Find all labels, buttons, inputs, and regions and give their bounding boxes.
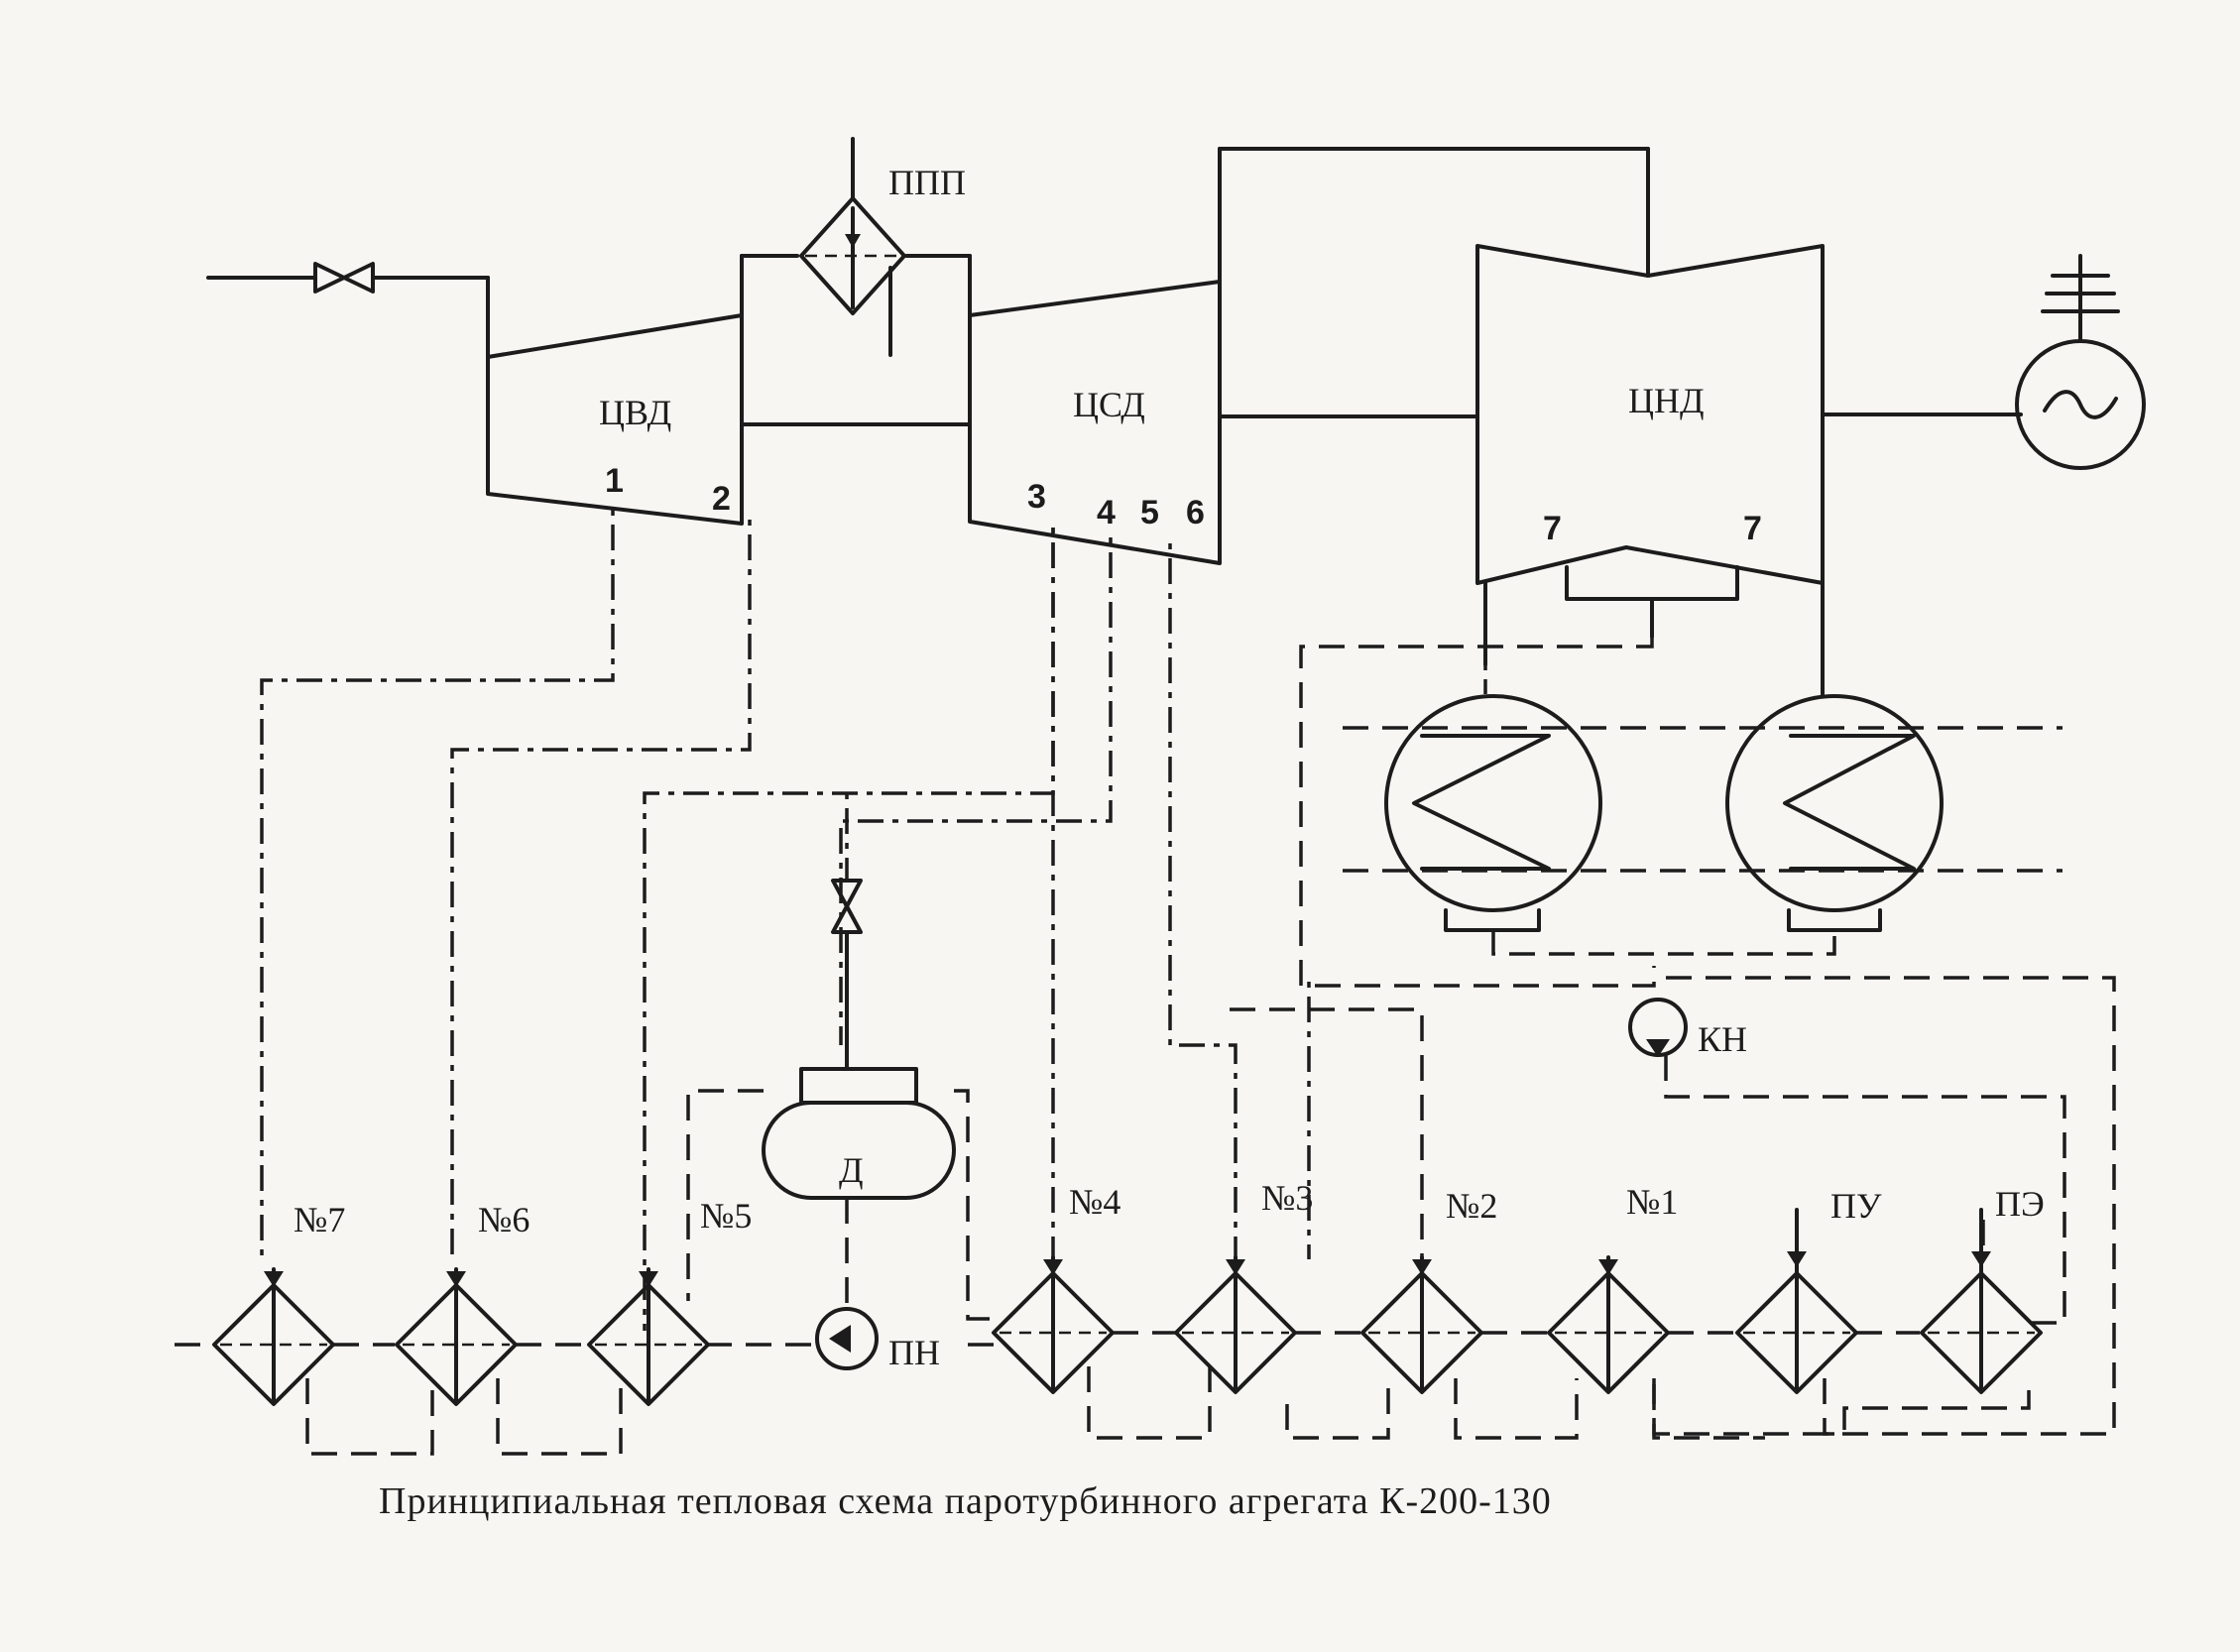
heater-4: №4 bbox=[992, 1182, 1120, 1394]
heater-3: №3 bbox=[1174, 1178, 1313, 1394]
extraction-4-label: 4 bbox=[1097, 494, 1116, 531]
reheater-heat-exchanger-icon bbox=[799, 196, 906, 315]
diagram-caption: Принципиальная тепловая схема паротурбин… bbox=[379, 1480, 1552, 1522]
extraction-5-label: 5 bbox=[1140, 494, 1159, 531]
heater-5-label: №5 bbox=[700, 1196, 752, 1236]
ejector-cooler-label: ПЭ bbox=[1995, 1184, 2045, 1224]
generator-icon bbox=[2015, 254, 2146, 470]
drain-lines bbox=[305, 1366, 2031, 1456]
extraction-2-label: 2 bbox=[712, 480, 731, 518]
ip-cylinder-label: ЦСД bbox=[1073, 385, 1145, 424]
lp-cylinder: ЦНД bbox=[1475, 244, 2023, 585]
condensate-pump-label: КН bbox=[1698, 1019, 1747, 1059]
extraction-7a-label: 7 bbox=[1543, 510, 1562, 547]
heater-1: №1 bbox=[1547, 1182, 1678, 1394]
extraction-1-label: 1 bbox=[605, 462, 624, 500]
feed-water-line bbox=[175, 1331, 1920, 1347]
crossover-piping bbox=[1218, 147, 1650, 418]
ip-cylinder: ЦСД bbox=[968, 280, 1222, 565]
ejector-cooler: ПЭ bbox=[1920, 1184, 2045, 1394]
main-steam-valve-icon bbox=[313, 262, 375, 294]
deaerator-label: Д bbox=[839, 1150, 864, 1190]
hp-cylinder: ЦВД bbox=[486, 313, 744, 526]
reheat-piping bbox=[740, 137, 972, 426]
extraction-steam-lines bbox=[260, 510, 1487, 1331]
exhaust-to-condenser-lines bbox=[1230, 637, 1836, 1259]
hp-cylinder-label: ЦВД bbox=[599, 393, 671, 432]
extraction-7b-label: 7 bbox=[1743, 510, 1762, 547]
deaerator-piping bbox=[686, 793, 992, 1321]
heater-6-label: №6 bbox=[478, 1200, 530, 1239]
heater-5: №5 bbox=[587, 1196, 752, 1406]
feed-pump-label: ПН bbox=[888, 1333, 940, 1372]
heater-2: №2 bbox=[1360, 1186, 1497, 1394]
deaerator-steam-valve-icon bbox=[831, 879, 863, 934]
heater-7-label: №7 bbox=[294, 1200, 345, 1239]
heater-2-label: №2 bbox=[1446, 1186, 1497, 1226]
extraction-6-label: 6 bbox=[1186, 494, 1205, 531]
heater-6: №6 bbox=[395, 1200, 530, 1406]
main-steam-line bbox=[206, 276, 490, 359]
heater-3-label: №3 bbox=[1261, 1178, 1313, 1218]
lp-exhaust-hood bbox=[1483, 565, 1825, 698]
condensate-pump-icon bbox=[1628, 998, 1688, 1057]
heater-1-label: №1 bbox=[1626, 1182, 1678, 1222]
heater-7: №7 bbox=[212, 1200, 345, 1406]
feed-pump-icon bbox=[815, 1307, 879, 1370]
condenser-right bbox=[1725, 694, 1944, 932]
gland-cooler-label: ПУ bbox=[1830, 1186, 1882, 1226]
reheater-label: ППП bbox=[888, 163, 966, 202]
gland-cooler: ПУ bbox=[1735, 1186, 1882, 1394]
heater-4-label: №4 bbox=[1069, 1182, 1120, 1222]
condenser-left bbox=[1384, 694, 1602, 932]
cooling-water-lines bbox=[1343, 726, 2063, 873]
deaerator: Д bbox=[762, 1067, 956, 1200]
extraction-3-label: 3 bbox=[1027, 478, 1046, 516]
lp-cylinder-label: ЦНД bbox=[1628, 381, 1705, 420]
